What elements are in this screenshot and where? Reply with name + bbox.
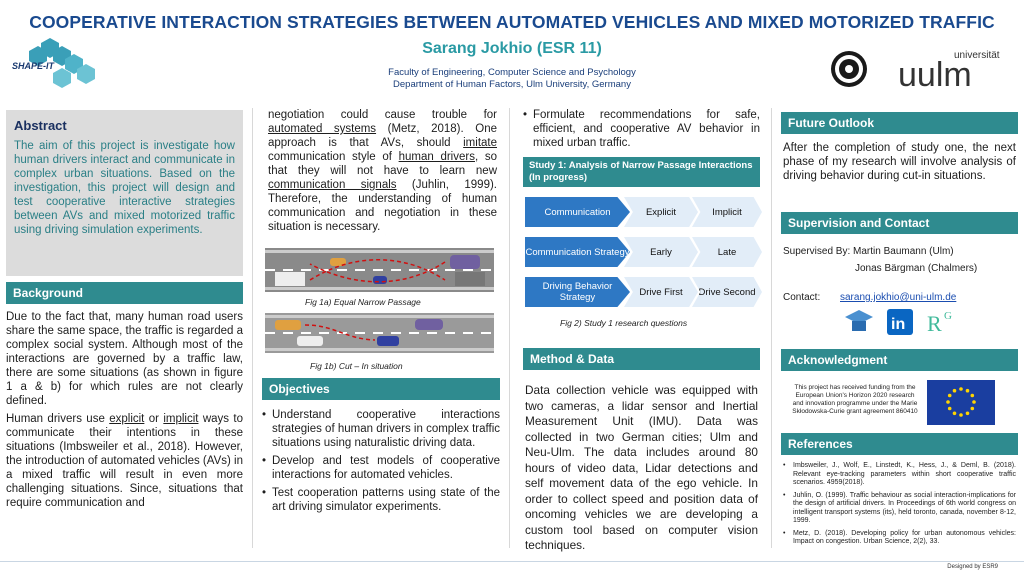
objective-item: Formulate recommendations for safe, effi… [523,108,760,150]
svg-text:R: R [927,311,942,335]
shape-it-logo-text: SHAPE-IT [12,61,56,71]
figure-1b-caption: Fig 1b) Cut – In situation [310,361,403,371]
footer-divider [0,561,1024,562]
affiliation-line-2: Department of Human Factors, Ulm Univers… [393,79,631,90]
implicit-term: implicit [163,413,199,425]
research-option: Implicit [692,197,762,227]
middle-text: negotiation could cause trouble for auto… [268,109,497,233]
abstract-box: Abstract The aim of this project is inve… [6,110,243,276]
objectives-list-continued: Formulate recommendations for safe, effi… [523,108,760,154]
column-divider [252,108,253,548]
objectives-heading: Objectives [262,378,500,400]
research-option: Drive First [624,277,698,307]
research-row-label: Driving Behavior Strategy [525,277,630,307]
research-option: Drive Second [692,277,762,307]
eu-flag-icon [927,380,995,425]
svg-text:in: in [891,316,905,333]
column-divider [509,108,510,548]
background-p1: Due to the fact that, many human road us… [6,311,243,407]
uni-label: universität [954,50,1000,61]
future-outlook-text: After the completion of study one, the n… [783,142,1016,182]
method-text: Data collection vehicle was equipped wit… [525,383,758,552]
references-list: Imbsweiler, J., Wolf, E., Linstedt, K., … [783,462,1016,551]
contact-label: Contact: [783,292,821,303]
researchgate-icon[interactable]: R G [926,307,958,335]
background-heading: Background [6,282,243,304]
background-p2: Human drivers use explicit or implicit w… [6,413,243,509]
supervised-by: Supervised By: Martin Baumann (Ulm) [783,246,954,257]
future-outlook-heading: Future Outlook [781,112,1018,134]
poster-title: COOPERATIVE INTERACTION STRATEGIES BETWE… [29,12,995,32]
author-name: Sarang Jokhio (ESR 11) [422,40,602,57]
research-option: Late [692,237,762,267]
study-1-heading: Study 1: Analysis of Narrow Passage Inte… [523,157,760,187]
linkedin-icon[interactable]: in [887,309,913,335]
contact-email-link[interactable]: sarang.jokhio@uni-ulm.de [840,292,957,303]
svg-text:G: G [944,310,952,322]
research-option: Early [624,237,698,267]
explicit-term: explicit [109,413,145,425]
supervision-heading: Supervision and Contact [781,212,1018,234]
method-heading: Method & Data [523,348,760,370]
research-row-label: Communication Strategy [525,237,630,267]
research-row-label: Communication [525,197,630,227]
affiliation-line-1: Faculty of Engineering, Computer Science… [388,67,636,78]
figure-1b-cut-in [265,313,494,353]
abstract-heading: Abstract [14,118,67,133]
footer-credit: Designed by ESR9 [947,564,998,570]
references-heading: References [781,433,1018,455]
supervisor-2: Jonas Bärgman (Chalmers) [855,263,978,274]
figure-1a-caption: Fig 1a) Equal Narrow Passage [305,297,421,307]
acknowledgment-text: This project has received funding from t… [792,384,918,415]
figure-2-caption: Fig 2) Study 1 research questions [560,318,688,328]
reference-item: Imbsweiler, J., Wolf, E., Linstedt, K., … [783,462,1016,488]
objective-item: Test cooperation patterns using state of… [262,486,500,514]
graduation-cap-icon[interactable] [844,307,874,335]
affiliation: Faculty of Engineering, Computer Science… [0,67,1024,91]
column-divider [771,108,772,548]
research-option: Explicit [624,197,698,227]
reference-item: Juhlin, O. (1999). Traffic behaviour as … [783,492,1016,526]
abstract-text: The aim of this project is investigate h… [14,140,235,236]
shape-it-logo: SHAPE-IT [12,38,95,88]
acknowledgment-heading: Acknowledgment [781,349,1018,371]
background-text: Due to the fact that, many human road us… [6,310,243,510]
reference-item: Metz, D. (2018). Developing policy for u… [783,530,1016,547]
objective-item: Understand cooperative interactions stra… [262,408,500,450]
ulm-logos: universität uulm [831,50,1000,92]
objectives-list: Understand cooperative interactions stra… [262,408,500,518]
figure-1a-equal-narrow-passage [265,248,494,292]
objective-item: Develop and test models of cooperative i… [262,454,500,482]
uulm-wordmark: uulm [898,56,972,92]
